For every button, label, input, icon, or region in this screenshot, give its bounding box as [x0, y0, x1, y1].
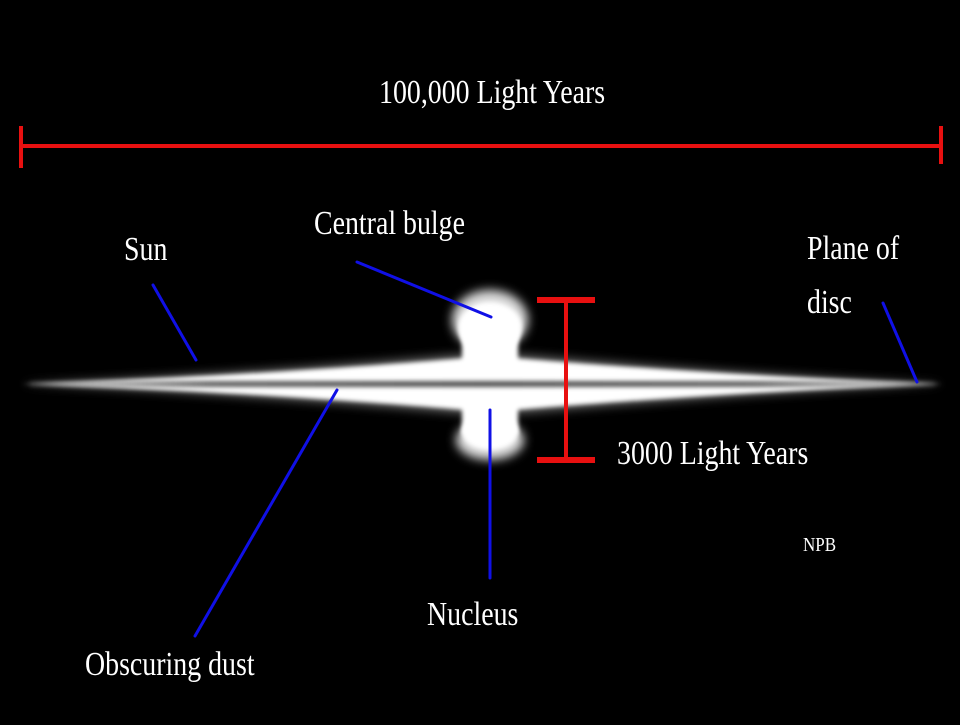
nucleus-label: Nucleus — [427, 596, 519, 633]
central-bulge-label: Central bulge — [314, 205, 465, 242]
pointer-sun — [151, 283, 198, 362]
thickness-scale-bar — [537, 297, 595, 463]
pointer-lines — [151, 260, 919, 638]
plane-of-disc-label: Plane of disc — [807, 230, 900, 322]
obscuring-dust-label: Obscuring dust — [85, 646, 255, 683]
thickness-scale-label: 3000 Light Years — [617, 435, 809, 472]
pointer-plane-of-disc — [881, 301, 919, 384]
sun-label: Sun — [124, 231, 168, 268]
width-scale-bar — [19, 126, 943, 168]
pointer-central-bulge — [355, 260, 493, 319]
credit-label: NPB — [803, 534, 837, 556]
width-scale-label: 100,000 Light Years — [379, 74, 606, 111]
dust-lane — [30, 381, 935, 387]
pointer-obscuring-dust — [193, 388, 339, 638]
